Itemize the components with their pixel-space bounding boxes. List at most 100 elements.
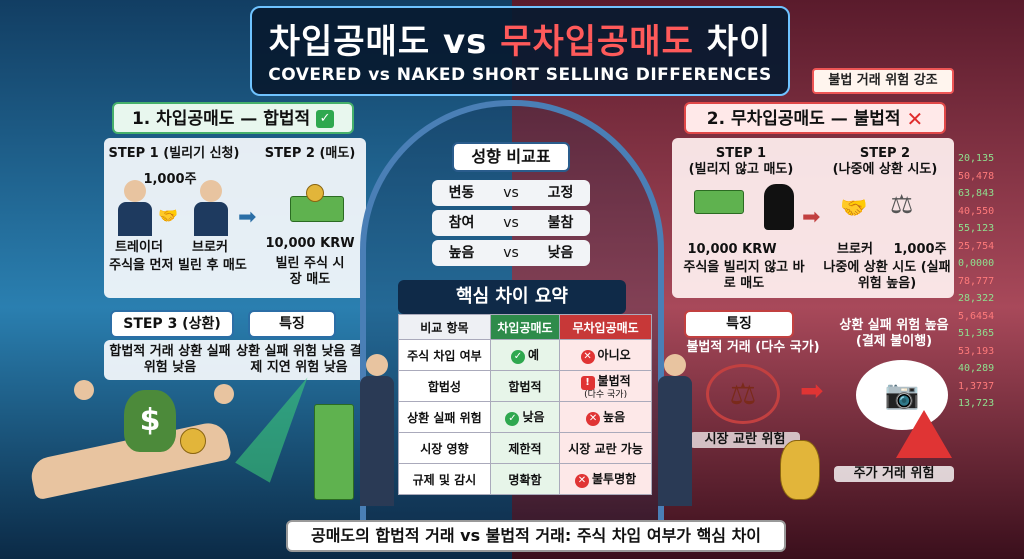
x-circle-icon: ✕ xyxy=(586,412,601,426)
table-row: 시장 영향 제한적 시장 교란 가능 xyxy=(398,432,652,464)
row-covered: ✓예 xyxy=(489,339,561,371)
ticker-value: 63,843 xyxy=(958,188,995,199)
trait-vs: vs xyxy=(503,215,519,231)
row-naked: 시장 교란 가능 xyxy=(559,432,652,464)
ticker-value: 20,135 xyxy=(958,153,995,164)
ticker-value: 28,322 xyxy=(958,293,995,304)
ticker-value: 40,550 xyxy=(958,205,995,217)
row-naked-text: 불투명함 xyxy=(592,472,637,486)
businessman-left-figure-icon xyxy=(366,354,388,376)
ticker-value: 1,3737 xyxy=(958,380,995,392)
row-naked: ✕아니오 xyxy=(559,339,652,371)
row-naked: ✕높음 xyxy=(559,401,652,433)
left-step1-label: STEP 1 (빌리기 신청) xyxy=(108,146,240,161)
stock-ticker: 20,135 50,478 63,843 40,550 55,123 25,75… xyxy=(958,150,1022,413)
left-shares: 1,000주 xyxy=(143,172,197,187)
left-header-text: 1. 차입공매도 — 합법적 xyxy=(131,109,311,129)
handshake-icon: 🤝 xyxy=(158,206,178,225)
left-step3-desc: 합법적 거래 상환 실패 위험 낮음 xyxy=(109,344,231,375)
row-item: 합법성 xyxy=(398,370,491,402)
exclamation-icon: ! xyxy=(580,376,595,390)
right-cash-icon xyxy=(694,190,744,214)
hooded-figure-icon xyxy=(764,184,794,230)
left-amount: 10,000 KRW xyxy=(265,236,355,251)
ticker-value: 0,0000 xyxy=(958,258,995,269)
ticker-value: 5,6454 xyxy=(958,310,995,322)
row-covered: 명확함 xyxy=(489,463,561,495)
row-covered-text: 낮음 xyxy=(522,410,545,424)
footer-caption: 공매도의 합법적 거래 vs 불법적 거래: 주식 차입 여부가 핵심 차이 xyxy=(286,520,786,552)
man-figure-icon xyxy=(214,384,234,404)
businessman-right-figure-icon xyxy=(664,354,686,376)
header-covered: 차입공매도 xyxy=(489,314,561,340)
header-naked: 무차입공매도 xyxy=(559,314,652,340)
header-item: 비교 항목 xyxy=(398,314,491,340)
right-handshake-icon: 🤝 xyxy=(840,196,868,221)
ticker-value: 51,365 xyxy=(958,328,995,339)
broker-label: 브로커 xyxy=(192,240,228,255)
right-arrow-icon: ➡ xyxy=(802,205,821,230)
right-step1-label: STEP 1 xyxy=(715,146,767,161)
ticker-value: 25,754 xyxy=(958,240,995,252)
left-step2-desc: 빌린 주식 시장 매도 xyxy=(275,256,345,287)
right-section-header: 2. 무차입공매도 — 불법적 ✕ xyxy=(684,102,946,134)
row-covered: 합법적 xyxy=(489,370,561,402)
trader-label: 트레이더 xyxy=(115,240,163,255)
summary-table: 비교 항목 차입공매도 무차입공매도 주식 차입 여부 ✓예 ✕아니오 합법성 … xyxy=(398,314,652,495)
table-row: 주식 차입 여부 ✓예 ✕아니오 xyxy=(398,339,652,371)
right-fail-desc: 상환 실패 위험 높음 (결제 불이행) xyxy=(839,318,949,349)
broker-suit-icon xyxy=(194,202,228,236)
trait-row: 높음 vs 낮음 xyxy=(432,240,590,266)
right-step2-label: STEP 2 xyxy=(859,146,911,161)
x-icon: ✕ xyxy=(906,107,924,131)
coin-icon xyxy=(306,184,324,202)
money-bag-icon: $ xyxy=(124,390,176,452)
row-naked-sub: (다수 국가) xyxy=(584,390,628,400)
trait-right: 불참 xyxy=(547,215,574,231)
trader-suit-icon xyxy=(118,202,152,236)
summary-title: 핵심 차이 요약 xyxy=(398,280,626,314)
right-step1-desc: 주식을 빌리지 않고 바로 매도 xyxy=(683,260,805,291)
row-naked-text: 아니오 xyxy=(597,348,631,362)
right-step2-desc: 나중에 상환 시도 (실패 위험 높음) xyxy=(823,260,951,291)
right-header-text: 2. 무차입공매도 — 불법적 xyxy=(706,109,901,129)
check-circle-icon: ✓ xyxy=(510,350,525,364)
left-feature-card xyxy=(104,340,366,380)
row-naked-text: 높음 xyxy=(603,410,626,424)
table-row: 합법성 합법적 !불법적(다수 국가) xyxy=(398,370,652,402)
ticker-value: 78,777 xyxy=(958,275,995,287)
woman-figure-icon xyxy=(74,380,94,400)
title-covered: 차입공매도 xyxy=(268,22,431,62)
summary-header-row: 비교 항목 차입공매도 무차입공매도 xyxy=(398,314,652,340)
x-circle-icon: ✕ xyxy=(575,474,589,488)
row-item: 주식 차입 여부 xyxy=(398,339,491,371)
coin-stack-icon xyxy=(180,428,206,454)
right-feature-desc: 불법적 거래 (다수 국가) xyxy=(686,340,820,355)
trait-left: 높음 xyxy=(448,245,475,261)
right-step2-sub: (나중에 상환 시도) xyxy=(832,162,938,177)
broken-scale-icon: ⚖ xyxy=(706,364,780,424)
businessman-right-suit-icon xyxy=(658,376,692,506)
right-feature-pill: 특징 xyxy=(684,310,794,338)
ticker-value: 50,478 xyxy=(958,170,995,182)
broken-coins-icon xyxy=(780,440,820,500)
left-section-header: 1. 차입공매도 — 합법적 ✓ xyxy=(112,102,354,134)
row-covered: 제한적 xyxy=(489,432,561,464)
table-row: 규제 및 감시 명확함 ✕불투명함 xyxy=(398,463,652,495)
trait-right: 낮음 xyxy=(547,245,574,261)
title-box: 차입공매도 vs 무차입공매도 차이 COVERED vs NAKED SHOR… xyxy=(250,6,790,96)
risk-badge: 불법 거래 위험 강조 xyxy=(812,68,954,94)
title-english: COVERED vs NAKED SHORT SELLING DIFFERENC… xyxy=(268,65,772,85)
trait-right: 고정 xyxy=(547,185,574,201)
check-circle-icon: ✓ xyxy=(505,412,520,426)
table-row: 상환 실패 위험 ✓낮음 ✕높음 xyxy=(398,401,652,433)
left-step2-label: STEP 2 (매도) xyxy=(264,146,356,161)
trait-left: 변동 xyxy=(448,185,475,201)
arrow-right-icon: ➡ xyxy=(238,205,257,230)
price-risk-label: 주가 거래 위험 xyxy=(834,466,954,482)
left-step1-desc: 주식을 먼저 빌린 후 매도 xyxy=(109,258,247,273)
ticker-value: 53,193 xyxy=(958,345,995,357)
row-item: 규제 및 감시 xyxy=(398,463,491,495)
right-broker-label: 브로커 xyxy=(837,242,873,257)
left-feature-pill: 특징 xyxy=(248,310,336,338)
